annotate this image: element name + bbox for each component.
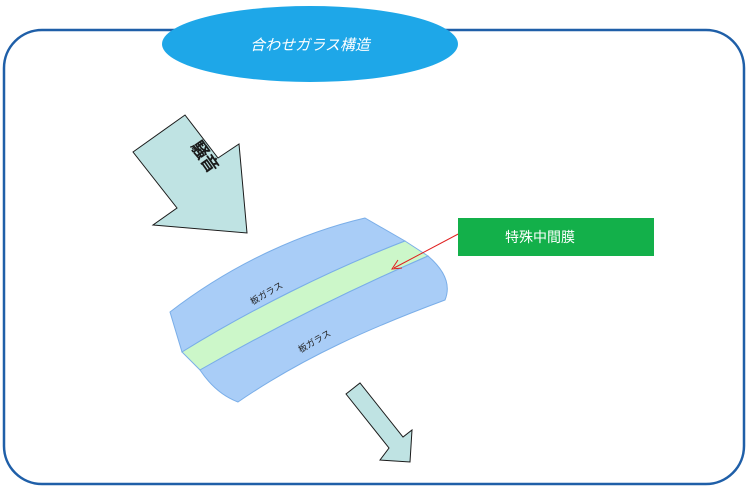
title-ellipse xyxy=(162,6,458,82)
film-pointer-line xyxy=(393,231,463,269)
transmitted-noise-arrow xyxy=(345,382,413,463)
diagram-title: 合わせガラス構造 xyxy=(250,36,372,54)
film-label: 特殊中間膜 xyxy=(505,230,575,246)
film-pointer-arrowhead xyxy=(390,259,403,270)
glass-layer-bottom xyxy=(199,255,448,403)
film-label-box xyxy=(458,218,654,256)
incoming-noise-arrow xyxy=(132,114,248,234)
